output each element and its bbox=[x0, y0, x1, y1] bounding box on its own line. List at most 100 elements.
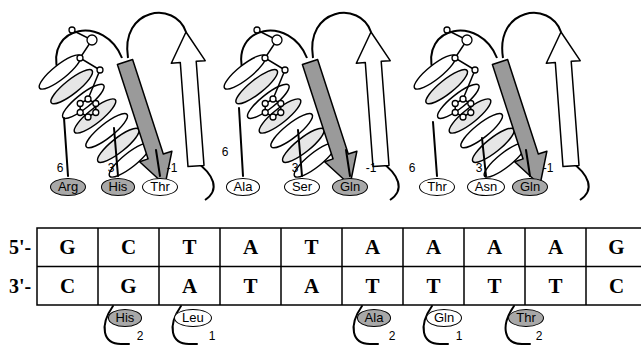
atom bbox=[472, 67, 478, 73]
beta-strand bbox=[492, 60, 547, 186]
residue-name: His bbox=[116, 310, 135, 325]
base-letter: T bbox=[488, 274, 502, 298]
base-letter: A bbox=[304, 274, 319, 298]
residue-oval: Gln bbox=[426, 309, 462, 327]
base-letter: A bbox=[365, 235, 380, 259]
bond bbox=[88, 70, 100, 99]
residue-name: Ser bbox=[292, 179, 312, 194]
callout-number: 6 bbox=[57, 161, 64, 175]
residue-oval: Ala bbox=[357, 309, 392, 327]
callout-number: -1 bbox=[543, 161, 554, 175]
atom bbox=[462, 35, 472, 45]
atom bbox=[77, 101, 83, 107]
residue-oval: Ala bbox=[226, 178, 261, 196]
residue-name: Thr bbox=[427, 179, 447, 194]
atom bbox=[77, 110, 83, 116]
dna-grid bbox=[37, 228, 641, 305]
base-letter: A bbox=[243, 235, 258, 259]
residue-oval: His bbox=[108, 309, 143, 327]
atom bbox=[254, 27, 260, 33]
atom bbox=[262, 110, 268, 116]
residue-oval: Asn bbox=[467, 178, 505, 196]
residue-oval: Ser bbox=[284, 178, 320, 196]
residue-name: Asn bbox=[475, 179, 497, 194]
bond bbox=[463, 70, 475, 99]
residue-name: Gln bbox=[520, 179, 540, 194]
residue-oval: Thr bbox=[508, 309, 544, 327]
residue-name: Ala bbox=[365, 310, 384, 325]
beta-strand bbox=[356, 32, 390, 167]
leader-line bbox=[346, 150, 350, 176]
bond bbox=[273, 70, 285, 99]
leader-line bbox=[239, 108, 243, 176]
residue-name: Leu bbox=[182, 310, 204, 325]
base-letter: C bbox=[609, 274, 624, 298]
atom bbox=[85, 114, 91, 120]
callout-number: 1 bbox=[209, 329, 216, 343]
atom bbox=[87, 35, 97, 45]
cell-divider bbox=[402, 228, 404, 305]
callout-number: 3 bbox=[108, 161, 115, 175]
callout-number: 3 bbox=[292, 161, 299, 175]
atom bbox=[468, 110, 474, 116]
leader-line bbox=[433, 122, 437, 176]
atom bbox=[270, 96, 276, 102]
leader-line bbox=[526, 150, 530, 176]
callout-number: 6 bbox=[409, 161, 416, 175]
base-letter: G bbox=[608, 235, 624, 259]
cell-divider bbox=[585, 228, 587, 305]
callout-number: 2 bbox=[389, 329, 396, 343]
base-letter: T bbox=[366, 274, 380, 298]
residue-oval: Leu bbox=[174, 309, 212, 327]
leader-line bbox=[156, 150, 160, 176]
callout-number: 6 bbox=[222, 145, 229, 159]
base-letter: T bbox=[305, 235, 319, 259]
beta-strand bbox=[117, 60, 171, 186]
base-letter: T bbox=[427, 274, 441, 298]
atom bbox=[468, 101, 474, 107]
atom bbox=[69, 27, 75, 33]
atom bbox=[85, 96, 91, 102]
base-letter: G bbox=[59, 235, 75, 259]
atom bbox=[452, 55, 458, 61]
atom bbox=[452, 110, 458, 116]
beta-strand bbox=[302, 60, 357, 186]
atom bbox=[77, 55, 83, 61]
callout-number: 2 bbox=[137, 329, 144, 343]
callout-number: 3 bbox=[476, 161, 483, 175]
cell-divider bbox=[341, 228, 343, 305]
residue-oval: His bbox=[101, 178, 136, 196]
base-letter: A bbox=[426, 235, 441, 259]
residue-oval: Gln bbox=[512, 178, 548, 196]
atom bbox=[262, 101, 268, 107]
residue-oval: Thr bbox=[419, 178, 455, 196]
residue-name: Thr bbox=[150, 179, 170, 194]
atom bbox=[278, 101, 284, 107]
residue-name: Gln bbox=[340, 179, 360, 194]
callout-number: -1 bbox=[167, 161, 178, 175]
cell-divider bbox=[97, 228, 99, 305]
atom bbox=[93, 101, 99, 107]
residue-oval: Thr bbox=[142, 178, 178, 196]
callout-number: 2 bbox=[536, 329, 543, 343]
base-letter: T bbox=[549, 274, 563, 298]
base-letter: T bbox=[183, 235, 197, 259]
atom bbox=[262, 55, 268, 61]
base-letter: T bbox=[244, 274, 258, 298]
atom bbox=[93, 110, 99, 116]
residue-name: Ala bbox=[234, 179, 253, 194]
atom bbox=[452, 101, 458, 107]
strand-end: 3'- bbox=[9, 274, 31, 298]
residue-name: Arg bbox=[58, 179, 78, 194]
base-letter: C bbox=[60, 274, 75, 298]
atom bbox=[270, 114, 276, 120]
base-letter: A bbox=[182, 274, 197, 298]
cell-divider bbox=[158, 228, 160, 305]
base-letter: G bbox=[120, 274, 136, 298]
cell-divider bbox=[524, 228, 526, 305]
atom bbox=[444, 27, 450, 33]
base-letter: A bbox=[548, 235, 563, 259]
atom bbox=[97, 67, 103, 73]
residue-name: His bbox=[109, 179, 128, 194]
residue-oval: Arg bbox=[50, 178, 86, 196]
